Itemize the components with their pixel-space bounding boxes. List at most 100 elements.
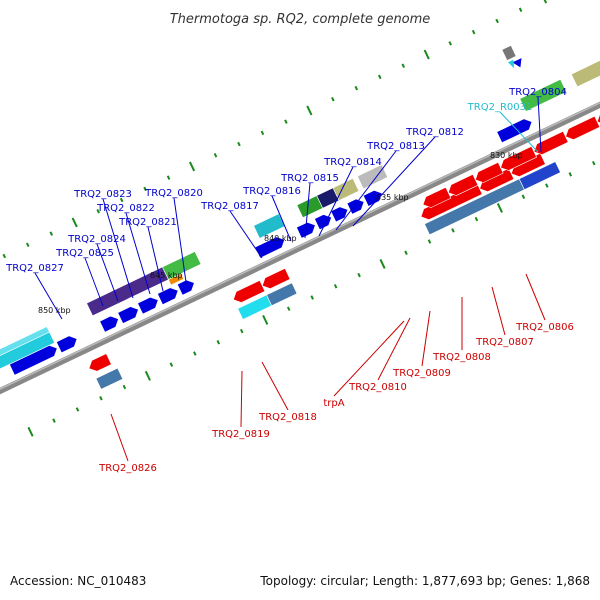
forward-gene-block (168, 273, 185, 286)
ring-tick (451, 228, 455, 233)
forward-small-arrow (512, 58, 522, 68)
forward-gene-arrow (254, 236, 285, 259)
accession-text: Accession: NC_010483 (10, 574, 147, 588)
scale-label: 845 kbp (150, 271, 183, 280)
reverse-gene-block (518, 161, 561, 190)
ring-tick (169, 362, 174, 367)
ring-tick (521, 194, 526, 200)
label-connector (102, 198, 134, 299)
reverse-gene-label: TRQ2_0806 (515, 322, 574, 333)
reverse-gene-label: TRQ2_0807 (475, 337, 534, 348)
reverse-gene-label: TRQ2_0810 (348, 382, 407, 393)
ring-tick (122, 384, 127, 390)
reverse-gene-arrow (596, 113, 600, 123)
forward-gene-arrow (157, 287, 179, 306)
ring-tick (333, 284, 338, 289)
ring-tick (448, 41, 452, 46)
gene-features (0, 45, 600, 390)
ring-tick (2, 253, 7, 259)
label-connector (240, 370, 243, 428)
scale-label: 835 kbp (376, 193, 409, 202)
ring-tick (310, 295, 314, 300)
forward-gene-arrow (330, 206, 349, 223)
reverse-gene-block (266, 282, 298, 307)
reverse-gene-arrow (88, 353, 112, 372)
forward-gene-block (0, 326, 50, 356)
ring-tick (518, 7, 523, 12)
forward-gene-label: TRQ2_0815 (280, 173, 339, 184)
label-connector (491, 286, 506, 336)
ring-tick (471, 29, 476, 35)
genome-backbone (0, 101, 600, 395)
label-connector (173, 197, 187, 283)
genome-summary-text: Topology: circular; Length: 1,877,693 bp… (260, 574, 590, 588)
ring-tick (423, 49, 430, 60)
label-connector (318, 166, 354, 237)
reverse-gene-arrow (447, 174, 479, 196)
forward-gene-arrow (56, 335, 78, 354)
ring-tick (71, 217, 78, 228)
ring-tick (284, 119, 288, 124)
backbone-highlight (0, 101, 600, 390)
label-connector (96, 243, 119, 302)
ring-tick (96, 208, 100, 214)
ring-tick (216, 340, 221, 345)
forward-gene-label: TRQ2_0814 (323, 157, 382, 168)
ring-tick (144, 370, 151, 381)
forward-gene-arrow (176, 279, 195, 296)
reverse-gene-arrow (261, 268, 291, 290)
ring-tick (26, 242, 30, 248)
scale-ring-ticks (2, 0, 596, 437)
ring-tick (404, 250, 408, 255)
ring-tick (401, 63, 406, 68)
reverse-gene-arrow (500, 146, 537, 171)
reverse-gene-label: trpA (323, 398, 344, 409)
reverse-gene-arrow (233, 280, 266, 303)
ring-tick (379, 258, 386, 269)
ring-tick (260, 130, 265, 136)
ring-tick (193, 351, 197, 356)
ring-tick (306, 105, 313, 116)
label-connector (125, 212, 151, 295)
ring-tick (495, 18, 499, 24)
forward-gene-arrow (496, 118, 533, 144)
reverse-gene-arrow (422, 186, 452, 208)
rna-small-arrow (508, 59, 515, 69)
label-connector (229, 210, 263, 259)
reverse-gene-arrow (479, 167, 515, 192)
forward-gene-arrow (117, 306, 139, 324)
label-connector (525, 273, 546, 321)
ring-tick (568, 172, 573, 177)
ring-tick (99, 396, 103, 401)
forward-gene-arrow (99, 315, 119, 333)
label-connector (147, 226, 164, 292)
ring-tick (331, 97, 335, 102)
reverse-gene-arrow (565, 115, 600, 140)
reverse-gene-label: TRQ2_0826 (98, 463, 157, 474)
ring-tick (119, 197, 124, 203)
reverse-gene-block (95, 367, 124, 390)
forward-gene-label: TRQ2_0813 (366, 141, 425, 152)
ring-tick (496, 203, 503, 213)
forward-gene-label: TRQ2_0825 (55, 248, 114, 259)
ring-tick (239, 328, 244, 334)
forward-gene-block (519, 79, 567, 112)
ring-tick (545, 183, 549, 188)
forward-gene-label: TRQ2_0822 (96, 203, 155, 214)
forward-gene-block (161, 251, 202, 280)
ring-tick (27, 426, 34, 437)
ring-tick (357, 272, 361, 278)
rna-gene-label: TRQ2_R0031 (467, 102, 533, 113)
gene-labels: TRQ2_0804TRQ2_0812TRQ2_0813TRQ2_0814TRQ2… (5, 87, 574, 474)
ring-tick (378, 74, 382, 80)
forward-gene-block (357, 164, 389, 190)
label-connector (499, 111, 539, 153)
ring-tick (188, 161, 196, 172)
forward-gene-label: TRQ2_0820 (144, 188, 203, 199)
reverse-gene-label: TRQ2_0809 (392, 368, 451, 379)
label-connector (537, 96, 542, 153)
ring-tick (75, 407, 80, 412)
scale-label: 840 kbp (264, 234, 297, 243)
forward-gene-arrow (137, 296, 159, 315)
